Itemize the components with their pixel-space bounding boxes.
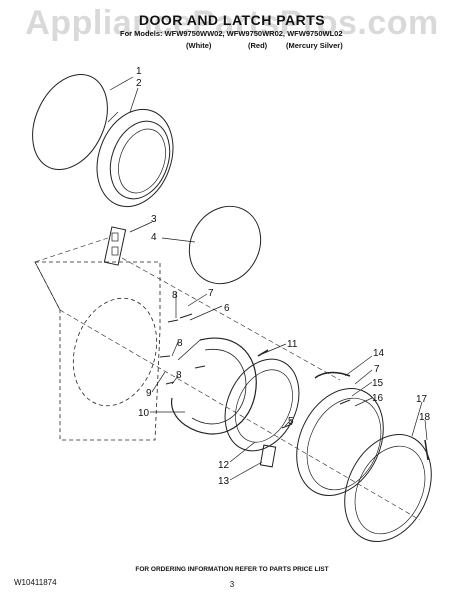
part-4-inner-glass (188, 205, 262, 285)
callout-13: 13 (218, 476, 230, 487)
screws (159, 313, 351, 429)
callout-14: 14 (373, 348, 385, 359)
callout-10: 10 (138, 408, 150, 419)
page-title: DOOR AND LATCH PARTS (138, 12, 326, 28)
front-panel-outline (34, 261, 161, 441)
color-mercury-silver: (Mercury Silver) (286, 41, 343, 50)
part-18-clip (424, 439, 429, 461)
callout-9: 9 (146, 388, 152, 399)
part-1-outer-glass (32, 73, 108, 171)
callout-7b: 7 (374, 364, 380, 375)
part-16-door-liner (296, 388, 384, 496)
part-10-hinge-ring (170, 337, 257, 435)
callout-2: 2 (136, 78, 142, 89)
callout-12: 12 (218, 460, 230, 471)
part-11-handle (257, 349, 269, 357)
callout-8c: 8 (176, 370, 182, 381)
callout-18: 18 (419, 412, 431, 423)
part-12-inner-door (224, 358, 300, 452)
callout-5: 5 (288, 416, 294, 427)
callout-17: 17 (416, 394, 428, 405)
callout-15: 15 (372, 378, 384, 389)
callout-6: 6 (224, 303, 230, 314)
part-13-latch (259, 444, 277, 468)
callout-7a: 7 (208, 288, 214, 299)
part-14-wire (314, 371, 351, 379)
watermark: AppliancePartsPros.com (25, 4, 439, 42)
color-white: (White) (186, 41, 212, 50)
leader-lines (109, 76, 428, 481)
callout-8a: 8 (172, 290, 178, 301)
model-numbers: For Models: WFW9750WW02, WFW9750WR02, WF… (120, 29, 343, 38)
callout-8b: 8 (177, 338, 183, 349)
callout-3: 3 (151, 214, 157, 225)
callout-11: 11 (287, 339, 298, 350)
callout-16: 16 (372, 393, 384, 404)
part-2-outer-frame (96, 108, 174, 208)
document-number: W10411874 (14, 578, 57, 587)
assembly-guides (34, 237, 421, 521)
color-red: (Red) (248, 41, 268, 50)
callout-labels: 1 2 3 4 7 6 8 8 8 9 10 11 14 7 15 16 5 1… (136, 66, 431, 487)
part-3-hinge (103, 226, 127, 266)
ordering-note: FOR ORDERING INFORMATION REFER TO PARTS … (135, 566, 329, 573)
part-17-door-trim (344, 434, 432, 542)
callout-1: 1 (136, 66, 142, 77)
callout-4: 4 (151, 232, 157, 243)
page-number: 3 (229, 580, 235, 589)
